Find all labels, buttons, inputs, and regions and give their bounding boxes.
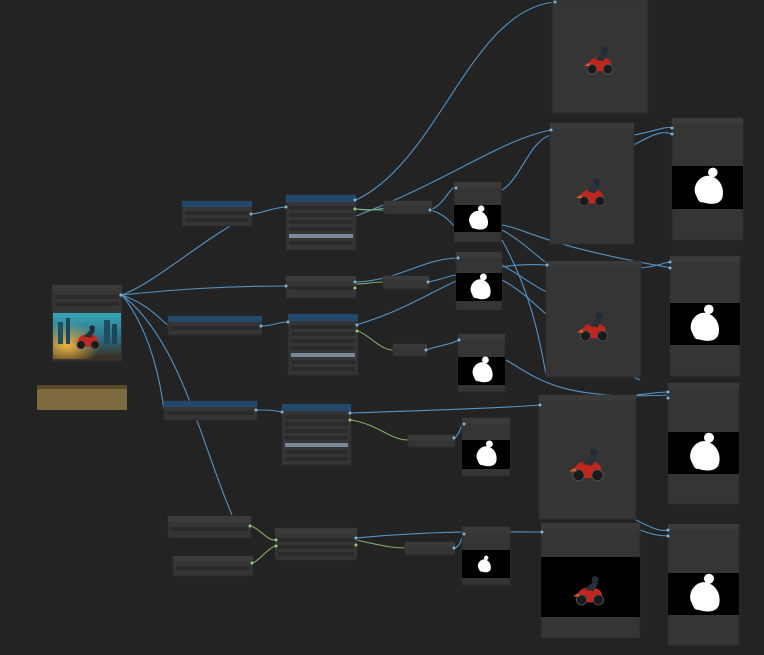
input-node-b[interactable] (172, 555, 254, 577)
mask-convert-node-5[interactable] (404, 541, 456, 556)
rembg-node-3[interactable] (281, 403, 352, 466)
upscale-node-2[interactable] (167, 315, 263, 336)
mask-output-node-2[interactable] (669, 255, 741, 377)
slot-dots (248, 0, 674, 565)
mask-preview-node-4[interactable] (461, 417, 511, 477)
load-image-node[interactable] (51, 284, 123, 362)
input-node-a[interactable] (167, 515, 252, 539)
mask-output-node-3[interactable] (667, 382, 740, 505)
mask-output-node-1[interactable] (671, 117, 744, 241)
city-scene-thumbnail (53, 313, 121, 359)
image-preview-node-1[interactable] (551, 0, 649, 114)
mask-preview-node-5[interactable] (461, 526, 511, 586)
note-node[interactable] (37, 385, 127, 410)
mask-preview-node-3[interactable] (457, 333, 506, 393)
mask-output-node-4[interactable] (667, 523, 740, 646)
image-preview-node-3[interactable] (545, 260, 642, 378)
mask-convert-node-4[interactable] (407, 434, 456, 448)
mask-preview-node-2[interactable] (455, 251, 503, 311)
rembg-node-1[interactable] (285, 194, 357, 251)
rembg-node-2[interactable] (287, 313, 359, 376)
image-preview-node-5[interactable] (540, 522, 641, 639)
segment-node-1[interactable] (285, 275, 357, 299)
mask-links-layer (250, 207, 409, 564)
upscale-node-1[interactable] (181, 200, 253, 227)
mask-convert-node-3[interactable] (392, 343, 428, 357)
upscale-node-3[interactable] (163, 400, 258, 421)
mask-convert-node-2[interactable] (382, 275, 430, 290)
image-preview-node-2[interactable] (549, 122, 635, 245)
mask-convert-node-1[interactable] (383, 200, 433, 215)
segment-node-2[interactable] (274, 527, 358, 561)
image-preview-node-4[interactable] (538, 394, 637, 520)
mask-preview-node-1[interactable] (453, 181, 502, 243)
